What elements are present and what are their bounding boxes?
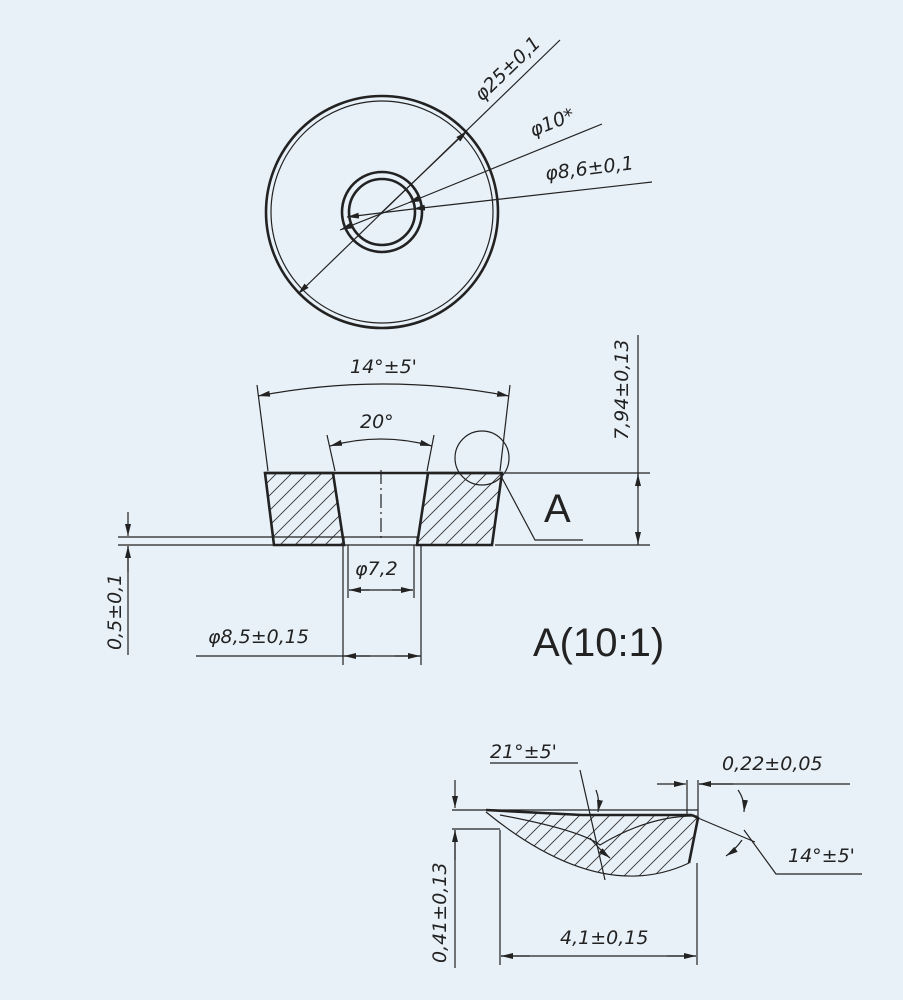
dim-line-bore-2 bbox=[346, 208, 414, 219]
detail-circle bbox=[454, 430, 510, 486]
detail-right-edge bbox=[687, 813, 700, 864]
dim-height-041: 0,41±0,13 bbox=[429, 862, 451, 963]
dim-bore-bottom: φ7,2 bbox=[355, 558, 398, 580]
dim-width-022: 0,22±0,05 bbox=[722, 753, 823, 775]
dim-line-chamfer bbox=[407, 123, 603, 204]
dim-step: 0,5±0,1 bbox=[104, 574, 126, 650]
dim-height: 7,94±0,13 bbox=[611, 339, 633, 440]
outer-circle bbox=[264, 94, 500, 330]
top-view: φ25±0,1 φ10* φ8,6±0,1 bbox=[264, 32, 653, 330]
dim-arc-outer-angle bbox=[257, 383, 510, 397]
section-left-half bbox=[263, 471, 346, 547]
detail-leader bbox=[501, 477, 583, 541]
dim-outer-angle: 14°±5' bbox=[350, 356, 417, 378]
detail-view: A(10:1) 21°±5' bbox=[429, 621, 862, 968]
detail-top-edge bbox=[485, 808, 692, 817]
detail-title: A(10:1) bbox=[533, 621, 664, 665]
dim-line-outer-2 bbox=[379, 130, 468, 215]
detail-inner-curve bbox=[499, 814, 698, 846]
detail-callout-label: A bbox=[544, 487, 571, 531]
detail-break-arc bbox=[485, 811, 690, 877]
dim-angle-21: 21°±5' bbox=[490, 741, 557, 763]
dim-inner-angle: 20° bbox=[360, 411, 394, 433]
dim-line-chamfer-2 bbox=[339, 202, 409, 231]
dim-arc-21 bbox=[589, 837, 611, 859]
dim-chamfer-diameter: φ10* bbox=[527, 104, 578, 142]
dim-angle-14: 14°±5' bbox=[788, 845, 855, 867]
dim-arc-14 bbox=[725, 839, 743, 857]
inner-chamfer-circle bbox=[340, 170, 424, 254]
bore-circle bbox=[347, 177, 417, 247]
dim-bottom-diameter: φ8,5±0,15 bbox=[208, 626, 309, 648]
dim-line-bore bbox=[412, 181, 653, 211]
dim-arc-inner-angle bbox=[329, 438, 433, 447]
dim-outer-diameter: φ25±0,1 bbox=[470, 32, 545, 105]
outer-chamfer-circle bbox=[270, 100, 494, 324]
dim-width-41: 4,1±0,15 bbox=[560, 927, 648, 949]
dim-bore-diameter: φ8,6±0,1 bbox=[544, 152, 635, 185]
section-view: 14°±5' 20° A 7,94±0,13 0,5±0,1 φ7,2 bbox=[104, 335, 650, 665]
